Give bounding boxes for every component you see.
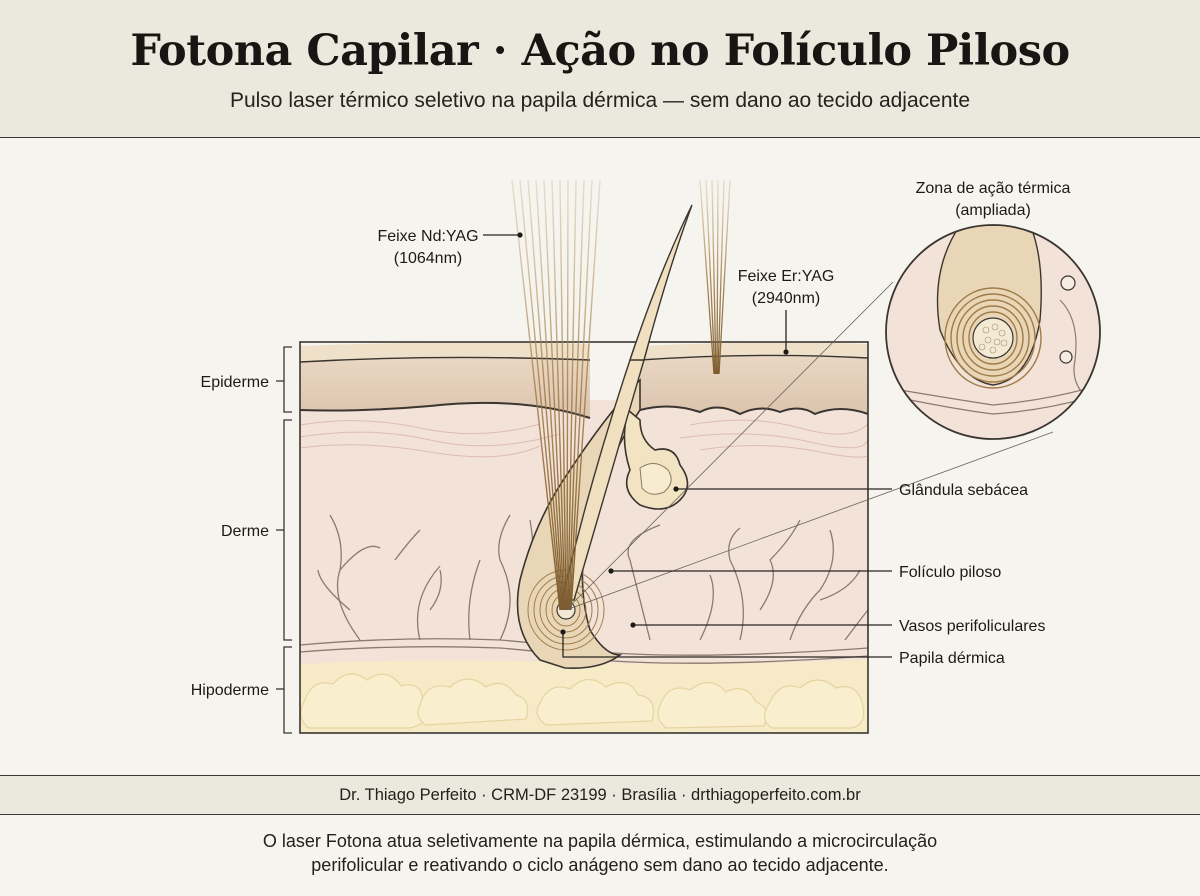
eryag-beam (699, 179, 731, 375)
label-vasos: Vasos perifoliculares (899, 618, 1045, 635)
ndyag-beam (511, 179, 601, 611)
label-epiderme: Epiderme (201, 374, 270, 391)
label-foliculo: Folículo piloso (899, 564, 1001, 581)
page-subtitle: Pulso laser térmico seletivo na papila d… (229, 89, 971, 112)
credit-bar: Dr. Thiago Perfeito · CRM-DF 23199 · Bra… (0, 775, 1200, 815)
caption-line-2: perifolicular e reativando o ciclo anáge… (311, 855, 889, 875)
label-eryag-line2: (2940nm) (752, 290, 820, 307)
label-papila: Papila dérmica (899, 650, 1005, 667)
epidermis-layer-right (640, 352, 868, 414)
epidermis-layer-left (300, 353, 590, 418)
label-eryag-line1: Feixe Er:YAG (738, 268, 835, 285)
label-ndyag-line1: Feixe Nd:YAG (377, 228, 478, 245)
label-hipoderme: Hipoderme (191, 682, 269, 699)
follicle-diagram: Feixe Nd:YAG (1064nm) Feixe Er:YAG (2940… (191, 179, 1101, 734)
label-ndyag-line2: (1064nm) (394, 250, 462, 267)
sebaceous-gland (623, 408, 689, 510)
page-title: Fotona Capilar · Ação no Folículo Piloso (130, 26, 1070, 76)
layer-brackets (276, 346, 292, 734)
skin-cross-section (300, 342, 868, 733)
caption: O laser Fotona atua seletivamente na pap… (0, 829, 1200, 877)
thermal-zone-zoom (565, 224, 1101, 611)
leader-lines (483, 234, 892, 658)
fat-lobules (300, 673, 865, 729)
label-zone-line2: (ampliada) (955, 202, 1031, 219)
leader-dots (517, 232, 789, 635)
label-glandula: Glândula sebácea (899, 482, 1028, 499)
hair-shaft (561, 342, 650, 601)
caption-line-1: O laser Fotona atua seletivamente na pap… (262, 831, 938, 851)
label-zone-line1: Zona de ação térmica (916, 180, 1071, 197)
label-derme: Derme (221, 523, 269, 540)
header: Fotona Capilar · Ação no Folículo Piloso… (0, 0, 1200, 138)
